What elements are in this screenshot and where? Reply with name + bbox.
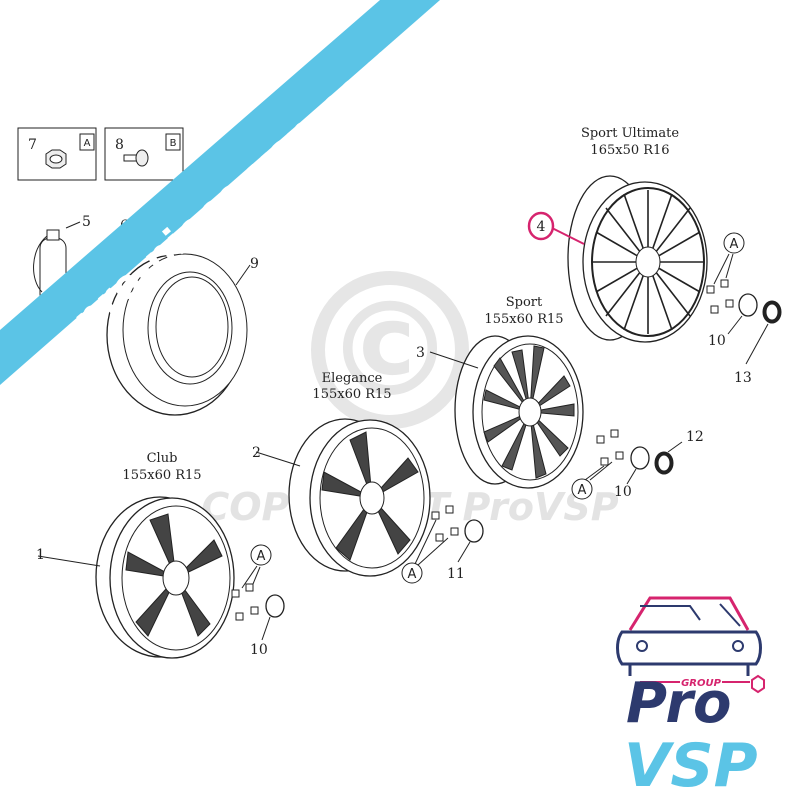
lug-nuts-elegance: [431, 505, 459, 542]
callout-4: 4: [537, 219, 546, 235]
lug-nuts-club: [231, 583, 259, 621]
callout-10-club: 10: [250, 642, 268, 658]
copyright-symbol: ©: [325, 274, 455, 426]
lug-nuts-sport: [596, 429, 624, 466]
car-outline-icon: [616, 596, 762, 676]
part-box-7: A 7: [17, 127, 97, 181]
wheel-sport: [454, 335, 584, 489]
ring-a-sport: [571, 478, 593, 500]
callout-4-highlight: [527, 211, 555, 241]
logo-cap-sport-ultimate: [762, 300, 782, 324]
callout-1: 1: [36, 547, 45, 563]
model-club-size: 155x60 R15: [122, 468, 201, 483]
model-elegance-name: Elegance: [322, 371, 383, 386]
callout-10-sport-ultimate: 10: [708, 333, 726, 349]
svg-text:B: B: [170, 138, 177, 149]
callout-11: 11: [447, 566, 465, 582]
center-cap-sport: [630, 446, 650, 470]
logo-pro-text: Pro: [626, 671, 731, 736]
ring-a-sport-ultimate: [723, 232, 745, 254]
ring-a-elegance: [401, 562, 423, 584]
model-sport-name: Sport: [506, 295, 543, 310]
model-sport-size: 155x60 R15: [484, 312, 563, 327]
ring-a-club: [250, 544, 272, 566]
svg-text:A: A: [84, 138, 91, 149]
callout-3: 3: [416, 345, 425, 361]
callout-13: 13: [734, 370, 752, 386]
callout-12: 12: [686, 429, 704, 445]
callout-5: 5: [82, 214, 91, 230]
logo-cap-sport: [654, 451, 674, 475]
wheel-club: [95, 496, 235, 659]
svg-text:A: A: [578, 483, 587, 498]
nut-icon: [45, 149, 67, 169]
model-elegance-size: 155x60 R15: [312, 387, 391, 402]
center-cap-elegance: [464, 519, 484, 543]
logo-group-text: GROUP: [681, 678, 722, 689]
wheel-sport-ultimate: [567, 175, 708, 343]
provsp-logo: GROUP Pro VSP: [616, 596, 765, 800]
svg-text:A: A: [730, 237, 739, 252]
logo-hex-icon: [751, 674, 765, 694]
callout-10-sport: 10: [614, 484, 632, 500]
svg-text:A: A: [257, 549, 266, 564]
model-sport-ultimate-name: Sport Ultimate: [581, 126, 679, 141]
callout-7: 7: [28, 137, 37, 153]
tyre: [106, 253, 248, 416]
part-box-8: B 8: [104, 127, 184, 181]
callout-8: 8: [115, 137, 124, 153]
model-club-name: Club: [147, 451, 178, 466]
wheel-elegance: [288, 418, 431, 577]
svg-text:A: A: [408, 567, 417, 582]
callout-9: 9: [250, 256, 259, 272]
model-sport-ultimate-size: 165x50 R16: [590, 143, 669, 158]
logo-vsp-text: VSP: [624, 731, 758, 800]
center-cap-club: [265, 594, 285, 618]
lug-nuts-sport-ultimate: [706, 279, 734, 314]
center-cap-sport-ultimate: [738, 293, 758, 317]
bolt-icon: [123, 149, 149, 167]
callout-4-leader: [551, 227, 585, 245]
callout-2: 2: [252, 445, 261, 461]
